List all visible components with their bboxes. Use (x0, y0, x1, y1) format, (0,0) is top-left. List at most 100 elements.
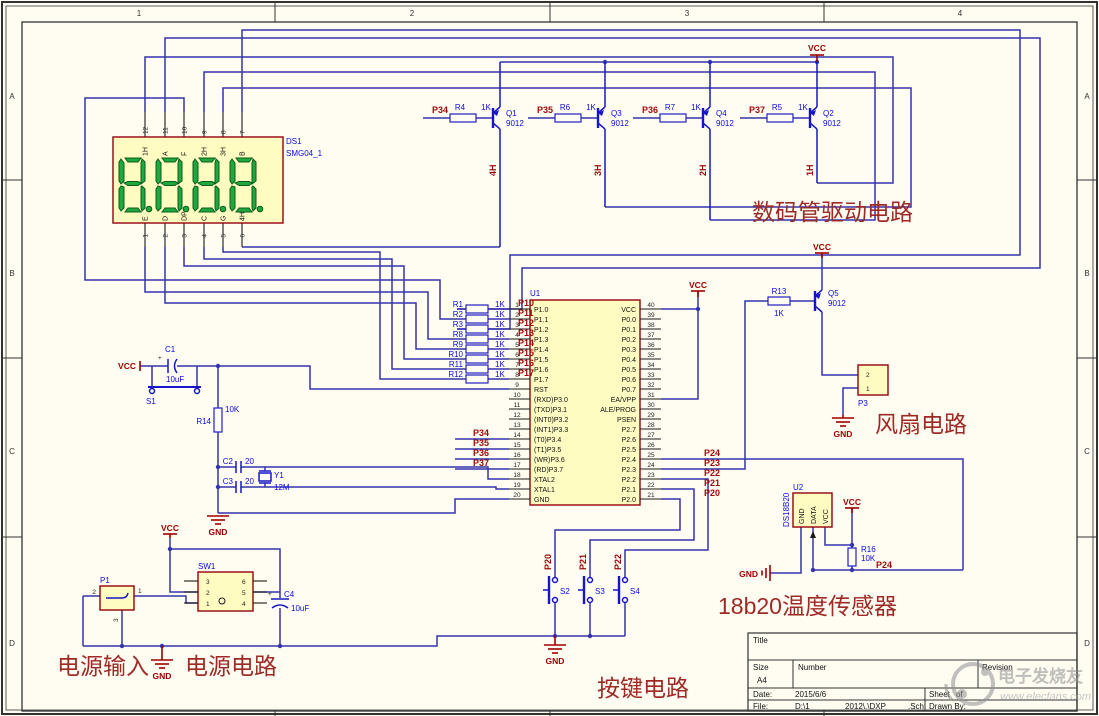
decimal-point (182, 205, 190, 213)
capacitor-c4[interactable] (271, 598, 289, 609)
decimal-point (219, 205, 227, 213)
pin-number: 39 (647, 312, 655, 319)
switch-s1[interactable] (148, 386, 201, 395)
resistor-r14[interactable] (213, 407, 223, 433)
driver-cell[interactable]: P34 R4 1K Q1 9012 4H (423, 62, 524, 247)
transistor-q5[interactable] (813, 289, 823, 313)
display-pin-number: 12 (143, 126, 150, 134)
button-s3[interactable] (578, 576, 594, 604)
pin-name: XTAL2 (534, 477, 555, 484)
vcc-label: VCC (813, 242, 831, 252)
switch-designator: S1 (146, 397, 156, 406)
switch-designator: SW1 (198, 562, 216, 571)
resistor-value: 1K (495, 330, 505, 339)
transistor-designator: Q5 (828, 289, 839, 298)
resistor-designator: R10 (448, 350, 463, 359)
reset-circuit[interactable]: VCC C1 + 10uF S1 R14 10K (118, 345, 240, 433)
seven-segment-display[interactable]: 1H A F 2H 3H B E D DP C G 4H 12 11 10 9 … (112, 112, 323, 247)
digit-driver-circuit[interactable]: VCC P34 R4 1K Q1 9012 4H P35 R6 1K Q3 90… (423, 43, 913, 247)
net-label: P37 (749, 105, 765, 115)
transistor-model: 9012 (506, 119, 524, 128)
resistor-designator: R9 (453, 340, 464, 349)
vcc-label: VCC (689, 280, 707, 290)
vcc-symbol (810, 54, 824, 62)
gnd-label: GND (546, 656, 565, 666)
wires[interactable] (82, 29, 1041, 649)
fan-connector[interactable] (857, 364, 889, 396)
button-designator: S3 (595, 587, 605, 596)
switch-pin: 5 (242, 590, 246, 597)
vcc-label: VCC (843, 497, 861, 507)
pin-number: 37 (647, 332, 655, 339)
pin-name: P2.1 (622, 487, 637, 494)
fan-circuit[interactable]: VCC R13 1K Q5 9012 2 1 P3 GND 风扇电路 (767, 242, 967, 439)
display-pin-number: 6 (240, 234, 247, 238)
pin-name: (WR)P3.6 (534, 457, 565, 464)
zone-left-a: A (9, 92, 15, 101)
net-label: P23 (704, 458, 720, 468)
titleblock-number-label: Number (798, 663, 827, 672)
crystal-y1[interactable] (258, 470, 272, 484)
connector-designator: P1 (100, 576, 110, 585)
gnd-label: GND (153, 671, 172, 681)
display-pin-number: 2 (163, 234, 170, 238)
transistor-designator: Q3 (611, 109, 622, 118)
zone-top-1: 1 (137, 9, 142, 18)
capacitor-c1[interactable] (167, 358, 178, 374)
resistor-designator: R12 (448, 370, 463, 379)
display-pin-label: E (143, 216, 150, 221)
pin-name: P1.5 (534, 357, 549, 364)
capacitor-designator: C1 (165, 345, 176, 354)
resistor-designator: R11 (449, 360, 464, 369)
temperature-sensor[interactable]: U2 DS18B20 GND DATA VCC GND VCC R16 10K … (718, 483, 897, 619)
zone-right-a: A (1084, 92, 1090, 101)
resistor-value: 1K (481, 103, 491, 112)
display-pin-label: DP (182, 211, 189, 221)
capacitor-c3[interactable] (235, 481, 242, 493)
button-s2[interactable] (543, 576, 559, 604)
pin-name: P1.0 (534, 307, 549, 314)
net-label: P37 (473, 458, 489, 468)
resistor-designator: R1 (453, 300, 464, 309)
button-s4[interactable] (613, 576, 629, 604)
pin-name: P0.4 (622, 357, 637, 364)
crystal-circuit[interactable]: C2 20 C3 20 Y1 12M GND (207, 457, 290, 537)
transistor-designator: Q2 (823, 109, 834, 118)
decimal-point (256, 205, 264, 213)
capacitor-c2[interactable] (235, 461, 242, 473)
key-circuit[interactable]: P20 P21 P22 S2 S3 S4 GND 按键电路 (543, 554, 689, 701)
power-circuit[interactable]: VCC P1 2 1 3 SW1 3 2 1 6 5 4 + C4 10uF G… (57, 523, 309, 681)
driver-cell[interactable]: P36 R7 1K Q4 9012 2H (633, 62, 734, 220)
resistor-designator: R8 (453, 330, 464, 339)
net-label: 2H (698, 164, 708, 176)
display-pin-number: 4 (202, 234, 209, 238)
pin-name: P1.6 (534, 367, 549, 374)
net-label: P24 (704, 448, 720, 458)
titleblock-title-label: Title (753, 636, 768, 645)
resistor-r16[interactable] (847, 547, 857, 567)
resistor-r13[interactable] (767, 296, 791, 306)
sensor-body[interactable] (792, 492, 833, 528)
connector-pin: 2 (92, 589, 96, 596)
zone-right-b: B (1084, 269, 1089, 278)
resistor-value: 10K (861, 554, 876, 563)
vcc-symbol (163, 533, 177, 538)
driver-cell[interactable]: P35 R6 1K Q3 9012 3H (528, 62, 629, 207)
pin-number: 17 (513, 462, 521, 469)
mcu-body[interactable] (529, 299, 641, 506)
connector-pin: 1 (866, 386, 870, 393)
driver-cell[interactable]: P37 R5 1K Q2 9012 1H (740, 62, 841, 183)
capacitor-value: 10uF (166, 375, 184, 384)
resistor-designator: R3 (453, 320, 464, 329)
resistor-designator: R5 (772, 103, 783, 112)
net-label: P20 (543, 554, 553, 570)
pin-name: P2.5 (622, 447, 637, 454)
power-switch[interactable] (197, 571, 254, 612)
pin-name: P0.6 (622, 377, 637, 384)
resistor-value: 1K (691, 103, 701, 112)
title-block: Title Size A4 Number Revision Date: 2015… (747, 632, 1078, 712)
mcu-u1[interactable]: U1 P1.01 P1.12 P1.23 P1.34 P1.45 P1.56 P… (448, 280, 720, 506)
